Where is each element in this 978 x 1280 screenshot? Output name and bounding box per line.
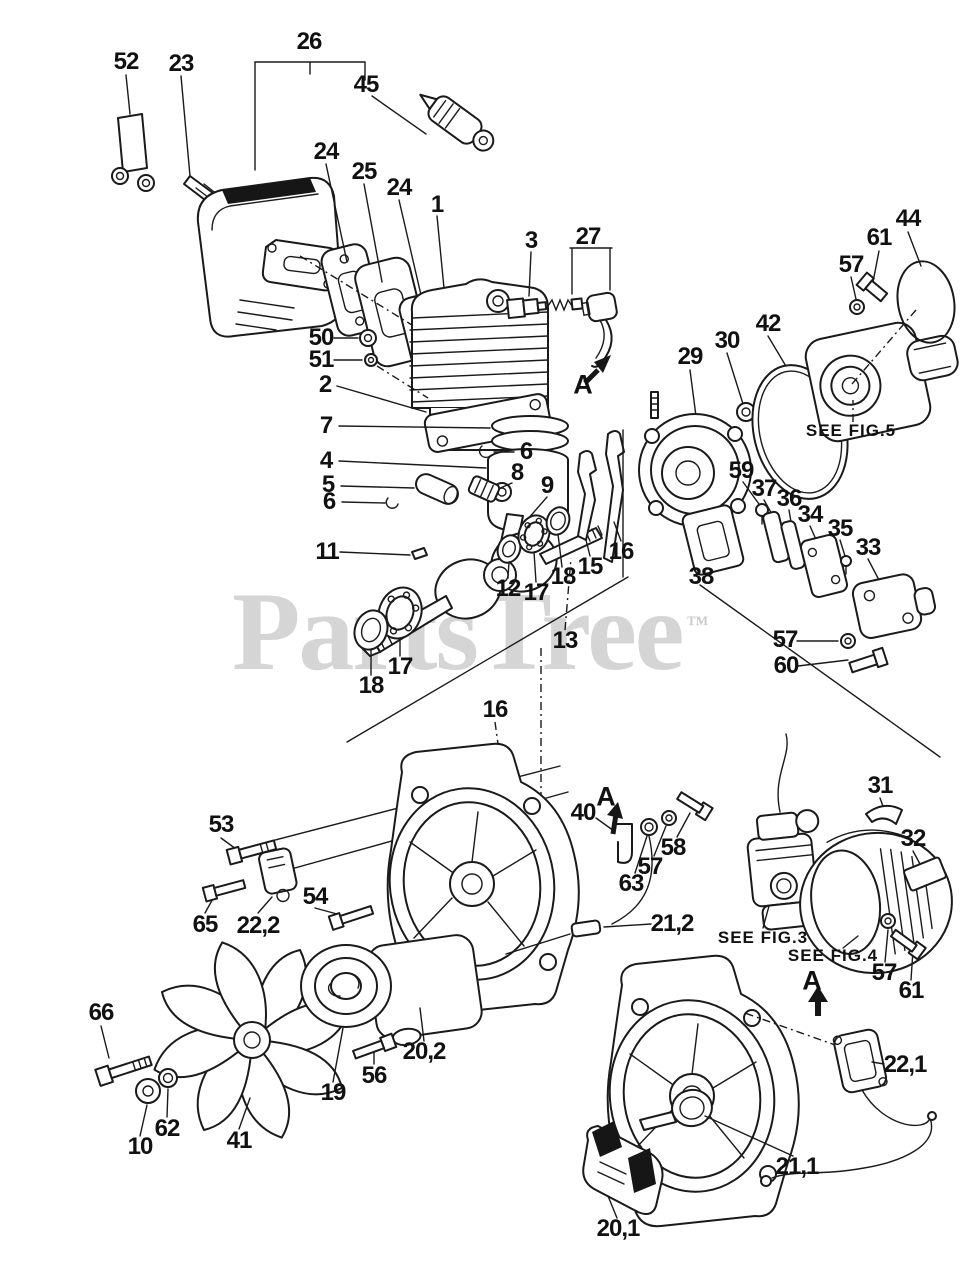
part-callout-16: 16: [608, 538, 635, 565]
part-callout-50: 50: [308, 324, 335, 351]
part-callout-51: 51: [308, 346, 335, 373]
part-callout-60: 60: [773, 652, 800, 679]
part-callout-66: 66: [88, 999, 115, 1026]
wire-clamp-group: [505, 791, 714, 955]
part-callout-32: 32: [900, 825, 927, 852]
carb-aircleaner-group: [746, 733, 953, 1016]
figure-note: SEE FIG.3: [717, 928, 809, 947]
crankcase-starter-group: [638, 231, 959, 527]
part-callout-40: 40: [570, 799, 597, 826]
part-callout-45: 45: [353, 71, 380, 98]
part-callout-31: 31: [867, 772, 894, 799]
part-callout-10: 10: [127, 1133, 154, 1160]
part-callout-65: 65: [192, 911, 219, 938]
part-callout-12: 12: [495, 575, 522, 602]
part-callout-63: 63: [618, 870, 645, 897]
part-callout-62: 62: [154, 1115, 181, 1142]
part-callout-19: 19: [320, 1079, 347, 1106]
part-callout-35: 35: [827, 515, 854, 542]
part-callout-7: 7: [319, 412, 333, 439]
direction-marker-a: A: [573, 369, 593, 400]
part-callout-9: 9: [540, 472, 554, 499]
part-callout-1: 1: [430, 191, 444, 218]
part-callout-57: 57: [871, 959, 898, 986]
intake-group: [681, 481, 937, 674]
part-callout-41: 41: [226, 1127, 253, 1154]
part-callout-37: 37: [751, 475, 778, 502]
part-callout-20-2: 20,2: [402, 1038, 447, 1065]
part-callout-33: 33: [855, 534, 882, 561]
part-callout-21-2: 21,2: [650, 910, 695, 937]
part-callout-4: 4: [319, 447, 333, 474]
part-callout-42: 42: [755, 310, 782, 337]
part-callout-21-1: 21,1: [775, 1153, 820, 1180]
part-callout-56: 56: [361, 1062, 388, 1089]
part-callout-5: 5: [321, 471, 335, 498]
part-callout-8: 8: [510, 459, 524, 486]
part-callout-15: 15: [577, 553, 604, 580]
part-callout-18: 18: [358, 672, 385, 699]
part-callout-57: 57: [637, 853, 664, 880]
part-callout-18: 18: [550, 563, 577, 590]
part-callout-22-2: 22,2: [236, 912, 281, 939]
part-callout-36: 36: [776, 485, 803, 512]
part-callout-61: 61: [866, 224, 893, 251]
part-callout-6: 6: [322, 488, 336, 515]
part-callout-58: 58: [660, 834, 687, 861]
ignition-coil: [832, 1028, 888, 1094]
part-callout-2: 2: [318, 371, 332, 398]
part-callout-57: 57: [772, 626, 799, 653]
part-callout-26: 26: [296, 28, 323, 55]
injector: [419, 93, 495, 152]
part-callout-25: 25: [351, 158, 378, 185]
part-callout-13: 13: [552, 627, 579, 654]
part-callout-30: 30: [714, 327, 741, 354]
part-callout-57: 57: [838, 251, 865, 278]
figure-note: SEE FIG.4: [787, 946, 879, 965]
part-callout-54: 54: [302, 883, 329, 910]
part-callout-44: 44: [895, 205, 922, 232]
part-callout-24: 24: [313, 138, 340, 165]
part-callout-59: 59: [728, 457, 755, 484]
fan-housing-group: [367, 742, 580, 1047]
part-callout-6: 6: [519, 438, 533, 465]
direction-marker-a: A: [802, 965, 822, 996]
part-callout-24: 24: [386, 174, 413, 201]
part-callout-11: 11: [315, 538, 339, 565]
part-callout-23: 23: [168, 50, 195, 77]
part-callout-34: 34: [797, 501, 824, 528]
part-callout-52: 52: [113, 48, 140, 75]
second-housing-group: [582, 954, 937, 1228]
part-callout-27: 27: [575, 223, 602, 250]
carburetor: [746, 809, 820, 931]
figure-note: SEE FIG.5: [805, 421, 897, 440]
stop-switch: [258, 847, 298, 903]
part-callout-17: 17: [387, 653, 414, 680]
recoil-starter: [804, 321, 959, 443]
part-callout-20-1: 20,1: [596, 1215, 641, 1242]
part-callout-53: 53: [208, 811, 235, 838]
part-callout-29: 29: [677, 343, 704, 370]
spark-plug: [506, 297, 548, 320]
intake-manifold: [851, 573, 937, 639]
part-callout-38: 38: [688, 563, 715, 590]
flywheel-group: [94, 937, 398, 1143]
part-callout-3: 3: [524, 227, 538, 254]
plug-cap: [581, 291, 618, 323]
part-callout-17: 17: [523, 579, 550, 606]
direction-marker-a: A: [596, 781, 616, 812]
part-callout-16: 16: [482, 696, 509, 723]
part-callout-22-1: 22,1: [883, 1051, 928, 1078]
part-callout-61: 61: [898, 977, 925, 1004]
